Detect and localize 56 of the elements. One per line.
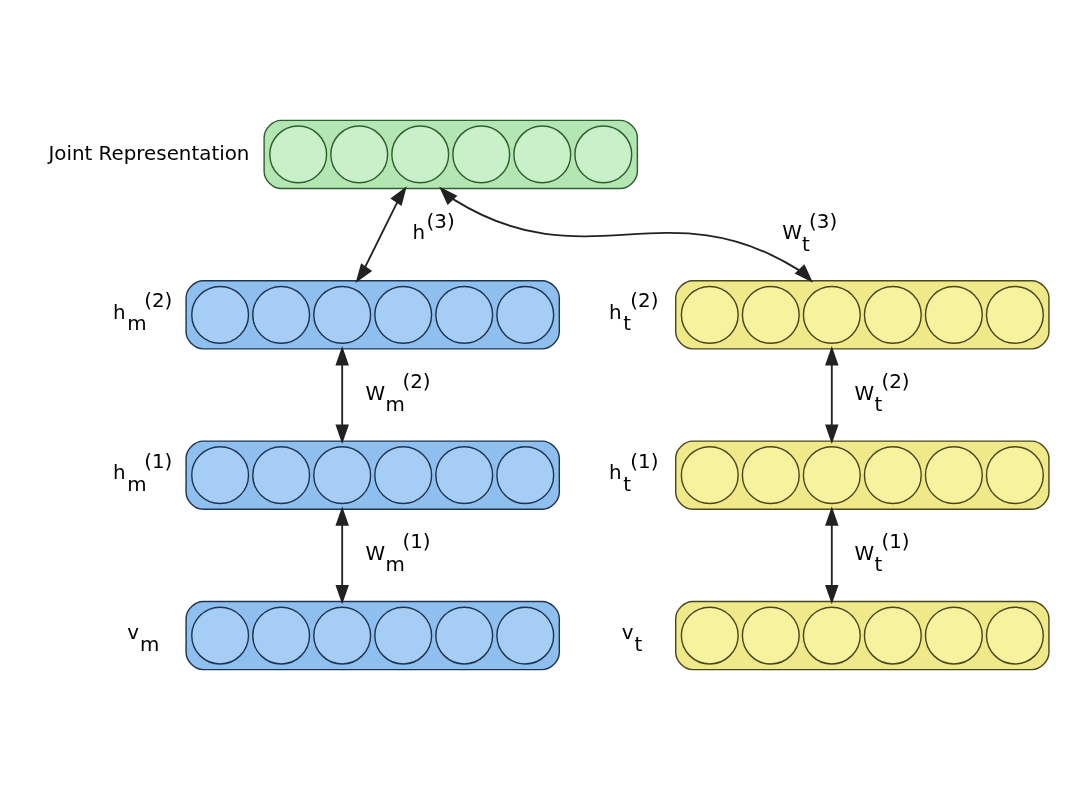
node-circle: [374, 605, 433, 665]
node-circle: [924, 605, 983, 665]
node-circle: [680, 445, 739, 504]
node-circle: [985, 285, 1044, 344]
node-circle: [985, 605, 1044, 665]
node-label: Joint Representation: [48, 141, 250, 165]
node-circle: [924, 285, 983, 344]
node-circle: [496, 285, 555, 344]
node-circle: [680, 605, 739, 665]
arrow: [825, 505, 839, 604]
node-circle: [863, 285, 922, 344]
node-circle: [191, 445, 250, 504]
node-circle: [496, 445, 555, 504]
node-circle: [435, 285, 494, 344]
node-circle: [435, 605, 494, 665]
node-circle: [313, 605, 372, 665]
node-circle: [313, 445, 372, 504]
node-circle: [452, 124, 511, 184]
node-circle: [191, 605, 250, 665]
node-circle: [313, 285, 372, 344]
node-circle: [802, 285, 861, 344]
cluster: [675, 439, 1050, 510]
node-circle: [741, 445, 800, 504]
cluster: [185, 600, 561, 670]
node-circle: [741, 605, 800, 665]
node-circle: [435, 445, 494, 504]
node-circle: [374, 445, 433, 504]
node-circle: [985, 445, 1044, 504]
arrow: [335, 345, 349, 444]
node-circle: [252, 605, 311, 665]
node-circle: [574, 124, 633, 184]
node-circle: [741, 285, 800, 344]
node-circle: [252, 285, 311, 344]
node-circle: [802, 445, 861, 504]
node-circle: [252, 445, 311, 504]
node-circle: [863, 605, 922, 665]
node-circle: [269, 124, 328, 184]
cluster: [263, 119, 639, 189]
node-circle: [680, 285, 739, 344]
node-circle: [802, 605, 861, 665]
node-circle: [513, 124, 572, 184]
arrow: [439, 186, 813, 283]
cluster: [675, 279, 1050, 350]
node-circle: [374, 285, 433, 344]
cluster: [185, 279, 561, 350]
arrow: [335, 505, 349, 604]
node-circle: [191, 285, 250, 344]
node-circle: [496, 605, 555, 665]
node-circle: [391, 124, 450, 184]
arrow: [355, 185, 407, 283]
cluster: [675, 600, 1050, 670]
node-circle: [330, 124, 389, 184]
node-circle: [863, 445, 922, 504]
arrow: [825, 345, 839, 444]
node-circle: [924, 445, 983, 504]
cluster: [185, 439, 561, 510]
